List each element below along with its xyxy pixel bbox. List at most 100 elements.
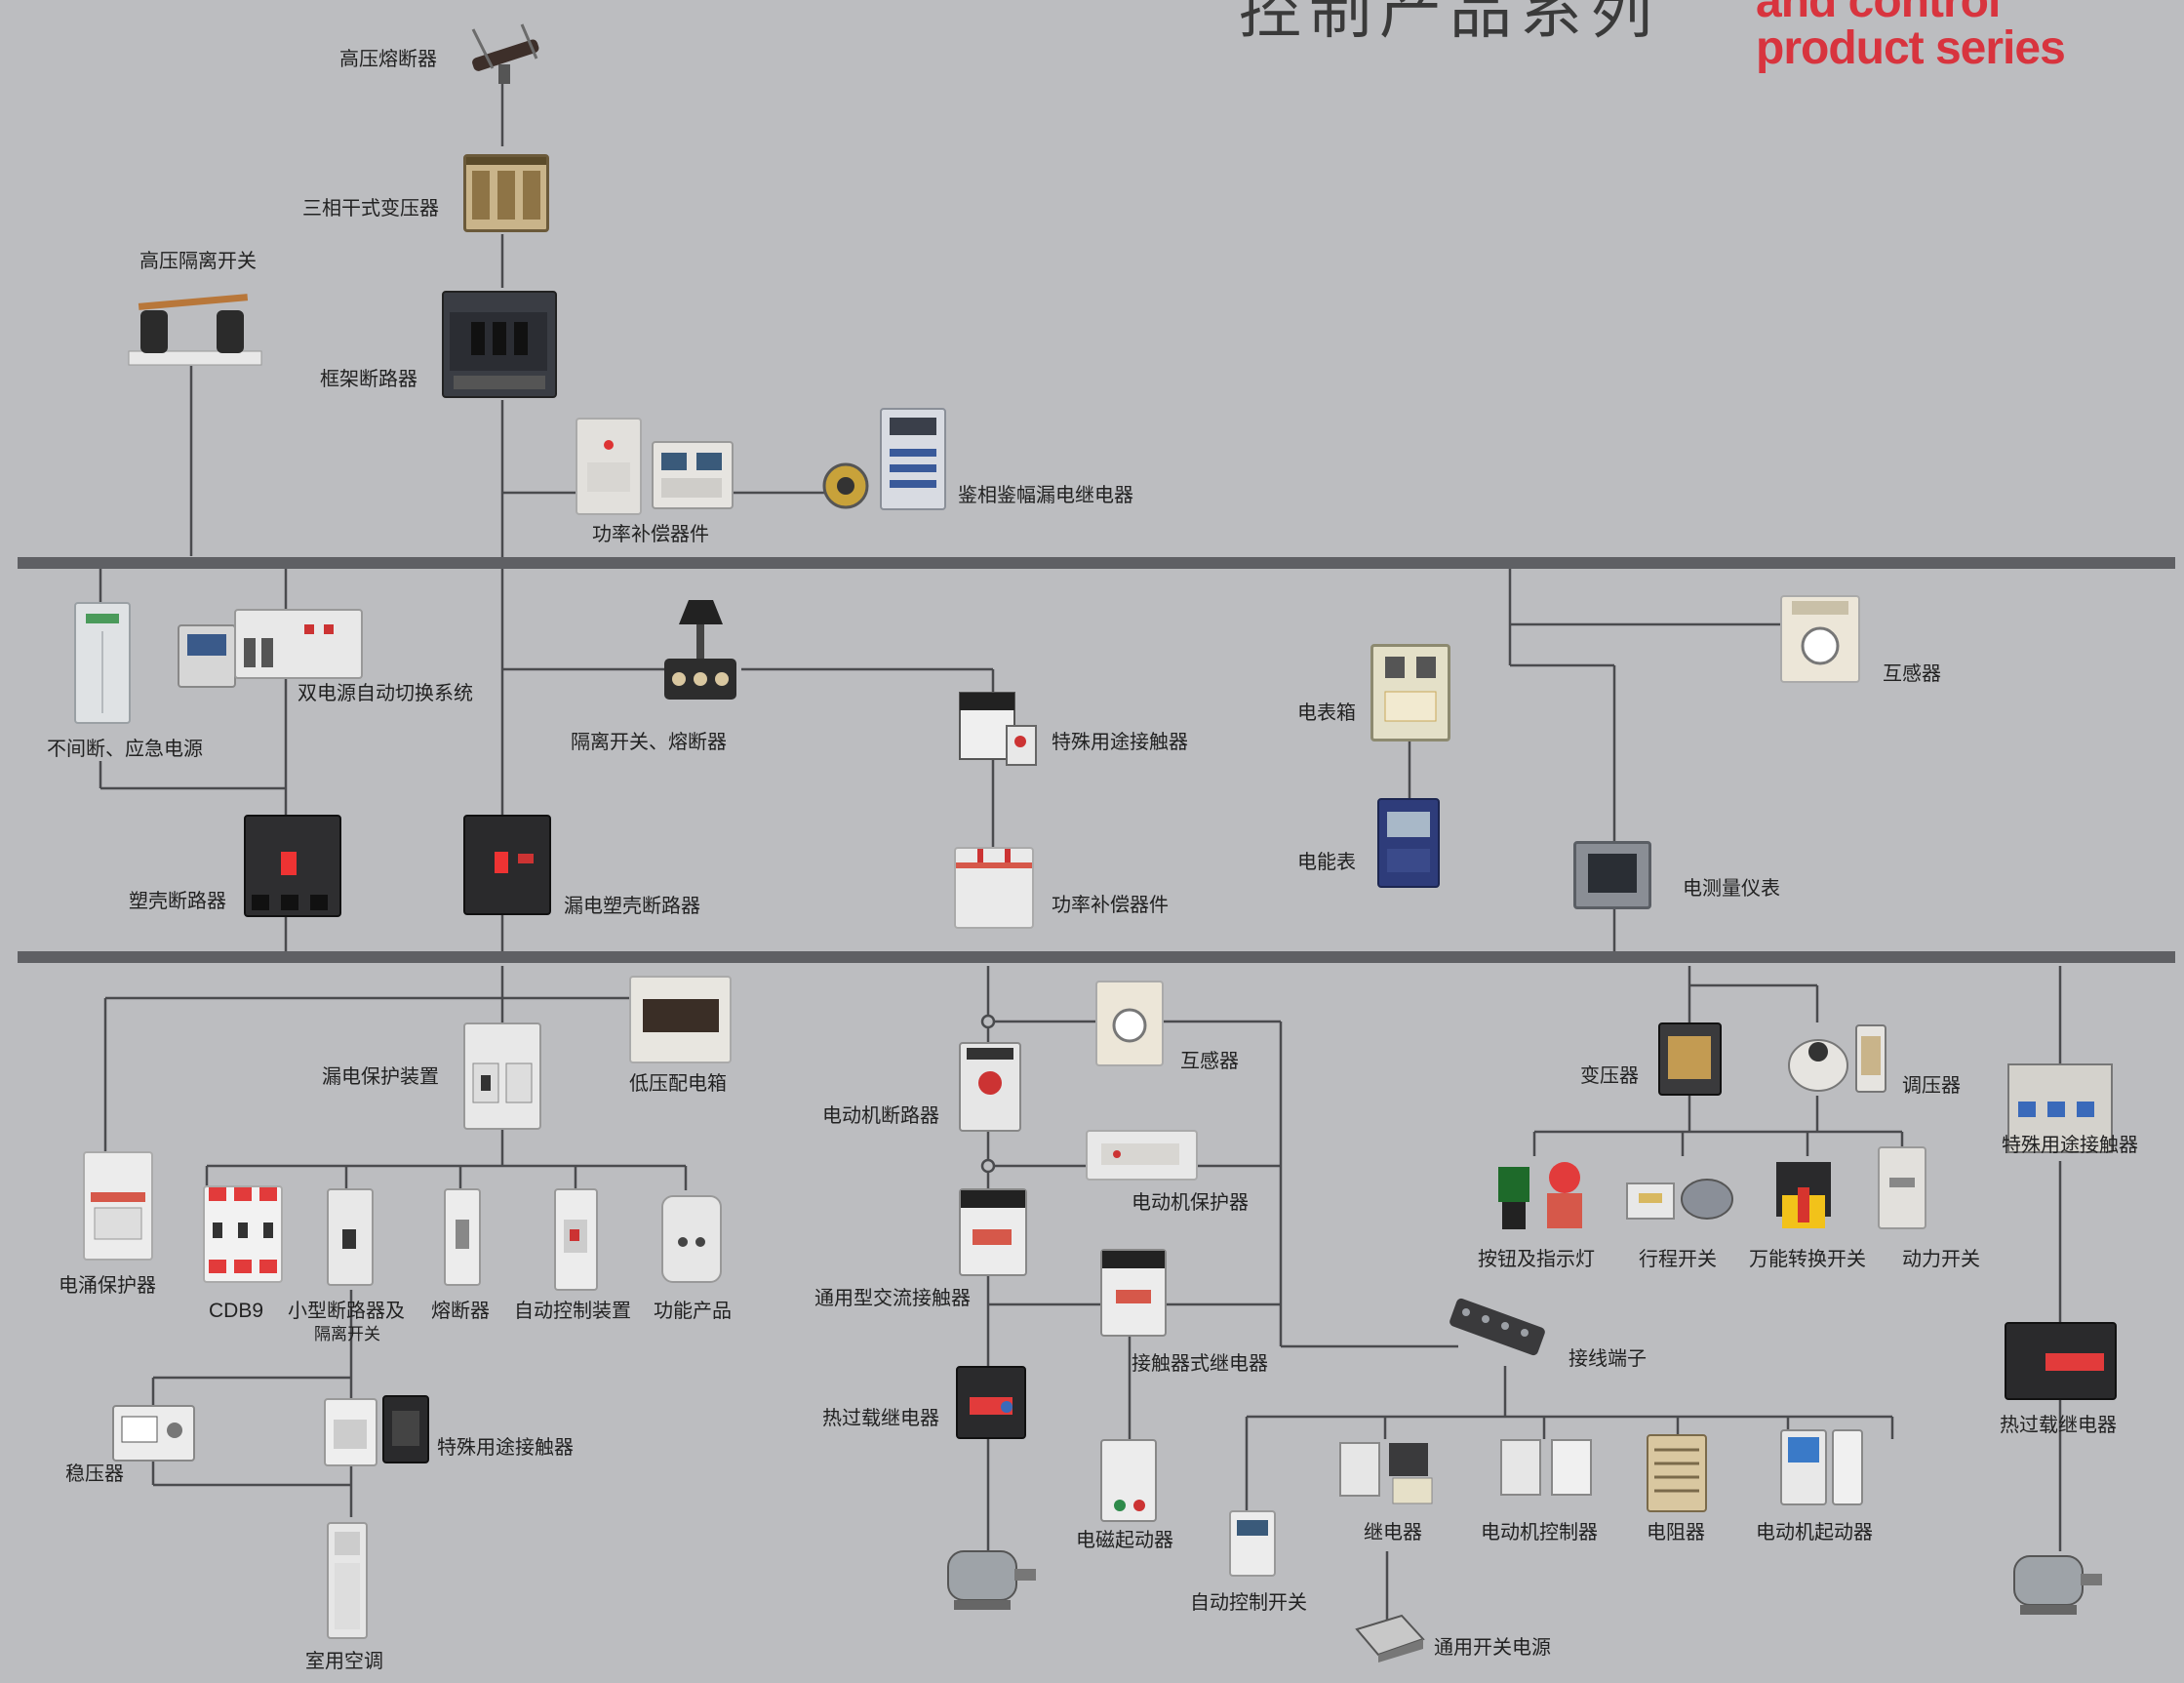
leakage-relay-image <box>880 408 946 510</box>
label-mccb: 塑壳断路器 <box>129 889 226 912</box>
voltage-regulator-small-image <box>1855 1024 1886 1093</box>
ats-controller-image <box>178 624 236 688</box>
special-contactor-dark-image <box>382 1395 429 1463</box>
label-voltage-regulator: 调压器 <box>1902 1073 1961 1097</box>
energy-meter-image <box>1377 798 1440 888</box>
label-limit-switch: 行程开关 <box>1639 1247 1717 1270</box>
power-compensation-controller-image <box>652 441 734 509</box>
thermal-relay-mid-image <box>956 1366 1026 1439</box>
label-transformer-ct-low: 互感器 <box>1180 1049 1239 1072</box>
indicator-light-image <box>1492 1163 1536 1233</box>
auto-control-device-image <box>554 1188 598 1291</box>
label-voltage-stabilizer: 稳压器 <box>65 1462 124 1485</box>
special-contactor-small-image <box>324 1398 377 1466</box>
lv-distribution-box-image <box>629 976 732 1063</box>
label-thermal-relay-mid: 热过载继电器 <box>822 1406 939 1429</box>
current-transformer-image <box>1780 595 1860 683</box>
meter-box-image <box>1370 644 1450 741</box>
isolating-switch-fuse-image <box>659 595 741 717</box>
rcd-image <box>463 1022 541 1130</box>
junction-dot <box>980 1014 996 1029</box>
label-motor-breaker: 电动机断路器 <box>822 1103 939 1127</box>
label-surge-protector: 电涌保护器 <box>59 1273 156 1297</box>
label-lv-distribution-box: 低压配电箱 <box>629 1071 727 1095</box>
power-switch-image <box>1878 1146 1926 1229</box>
leakage-mccb-image <box>463 815 551 915</box>
label-ups-emergency-power: 不间断、应急电源 <box>47 737 203 760</box>
label-power-switch: 动力开关 <box>1902 1247 1980 1270</box>
label-auto-control-switch: 自动控制开关 <box>1190 1590 1307 1614</box>
label-cdb9: CDB9 <box>209 1300 264 1322</box>
label-mcb-isolator-line2: 隔离开关 <box>314 1325 380 1344</box>
motor-image <box>938 1542 1041 1615</box>
label-switching-power-supply: 通用开关电源 <box>1434 1635 1551 1659</box>
room-ac-image <box>327 1522 368 1639</box>
limit-switch-image <box>1621 1166 1738 1229</box>
current-transformer-low-image <box>1095 981 1164 1066</box>
label-motor-starter: 电动机起动器 <box>1756 1520 1873 1543</box>
current-transformer-coil-image <box>821 459 870 512</box>
label-leakage-mccb: 漏电塑壳断路器 <box>564 894 700 917</box>
ats-switch-image <box>234 609 363 679</box>
terminal-block-image <box>1447 1293 1549 1371</box>
label-ac-contactor: 通用型交流接触器 <box>814 1286 971 1309</box>
title-chinese: 控制产品系列 <box>1239 0 1660 48</box>
motor-protector-image <box>1086 1130 1198 1181</box>
high-voltage-fuse-image <box>463 20 546 86</box>
capacitor-image <box>954 847 1034 929</box>
junction-dot <box>980 1158 996 1174</box>
contactor-relay-image <box>1100 1249 1167 1337</box>
label-special-contactor-mid: 特殊用途接触器 <box>1052 730 1188 753</box>
label-isolating-switch-fuse: 隔离开关、熔断器 <box>571 730 727 753</box>
label-special-contactor-right: 特殊用途接触器 <box>2002 1133 2138 1156</box>
motor-starter-small-image <box>1832 1429 1863 1505</box>
title-english-line1: and control <box>1756 0 2001 27</box>
label-frame-breaker: 框架断路器 <box>320 367 417 390</box>
label-magnetic-starter: 电磁起动器 <box>1076 1528 1173 1551</box>
label-power-compensation-mid: 功率补偿器件 <box>1052 893 1169 916</box>
label-function-product: 功能产品 <box>654 1299 732 1322</box>
dry-transformer-image <box>463 154 549 232</box>
label-power-compensation-top: 功率补偿器件 <box>592 522 709 545</box>
resistor-image <box>1647 1434 1707 1512</box>
label-motor-protector: 电动机保护器 <box>1132 1190 1249 1214</box>
cdb9-image <box>203 1185 283 1283</box>
motor-right-image <box>2005 1546 2107 1620</box>
magnetic-starter-image <box>1100 1439 1157 1522</box>
label-resistor: 电阻器 <box>1647 1520 1705 1543</box>
label-measuring-meter: 电测量仪表 <box>1683 876 1780 900</box>
ac-contactor-image <box>959 1188 1027 1276</box>
label-dual-power-ats: 双电源自动切换系统 <box>298 681 473 704</box>
surge-protector-image <box>83 1151 153 1261</box>
voltage-stabilizer-image <box>112 1405 195 1462</box>
motor-starter-image <box>1780 1429 1827 1505</box>
motor-controller-image <box>1497 1434 1597 1504</box>
label-meter-box: 电表箱 <box>1297 701 1356 724</box>
fuse-holder-image <box>444 1188 481 1286</box>
title-english-line2: product series <box>1756 22 2066 74</box>
label-contactor-relay: 接触器式继电器 <box>1132 1351 1268 1375</box>
power-compensation-cabinet-image <box>576 418 642 515</box>
label-dry-transformer: 三相干式变压器 <box>302 196 439 220</box>
relay-image <box>1336 1439 1436 1507</box>
label-mcb-isolator-line1: 小型断路器及 <box>288 1299 405 1322</box>
label-transformer: 变压器 <box>1580 1063 1639 1087</box>
busbar-lower <box>18 951 2175 963</box>
label-phase-amplitude-relay: 鉴相鉴幅漏电继电器 <box>958 483 1133 506</box>
busbar-upper <box>18 557 2175 569</box>
label-fuse: 熔断器 <box>431 1299 490 1322</box>
label-energy-meter: 电能表 <box>1297 850 1356 873</box>
label-button-indicator: 按钮及指示灯 <box>1478 1247 1595 1270</box>
label-high-voltage-fuse: 高压熔断器 <box>339 47 437 70</box>
function-product-socket-image <box>661 1195 722 1283</box>
measuring-meter-image <box>1573 841 1651 909</box>
special-contactor-right-image <box>2006 1059 2114 1161</box>
label-transformer-ct-mid: 互感器 <box>1883 661 1941 685</box>
auto-control-switch-image <box>1229 1510 1276 1577</box>
label-relay: 继电器 <box>1364 1520 1422 1543</box>
label-thermal-relay-right: 热过载继电器 <box>2000 1413 2117 1436</box>
thermal-relay-right-image <box>2005 1322 2117 1400</box>
label-special-contactor-low: 特殊用途接触器 <box>437 1435 574 1459</box>
voltage-regulator-image <box>1785 1022 1851 1096</box>
